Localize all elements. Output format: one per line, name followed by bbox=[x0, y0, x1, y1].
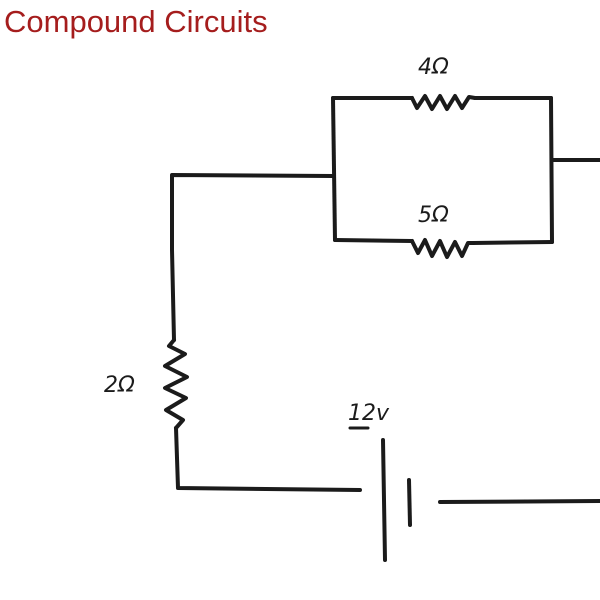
battery-short-plate bbox=[407, 478, 412, 527]
wire-left-top bbox=[170, 173, 335, 342]
wire-bottom-right bbox=[438, 499, 600, 504]
resistor-bottom bbox=[410, 238, 475, 259]
resistor-top bbox=[410, 94, 477, 111]
page-title: Compound Circuits bbox=[4, 4, 268, 39]
battery-long-plate bbox=[381, 438, 387, 562]
wire-bottom-left bbox=[174, 426, 362, 492]
label-resistor-top: 4Ω bbox=[418, 55, 449, 80]
wire-parallel-bottom-left bbox=[333, 238, 414, 243]
wire-parallel-left-side bbox=[331, 96, 337, 242]
resistor-series bbox=[163, 338, 189, 430]
label-battery: 12v bbox=[348, 401, 390, 426]
label-resistor-series: 2Ω bbox=[104, 373, 135, 398]
wire-parallel-bottom-right bbox=[471, 240, 554, 245]
wire-parallel-right-side bbox=[549, 96, 554, 244]
label-resistor-bottom: 5Ω bbox=[418, 203, 449, 228]
